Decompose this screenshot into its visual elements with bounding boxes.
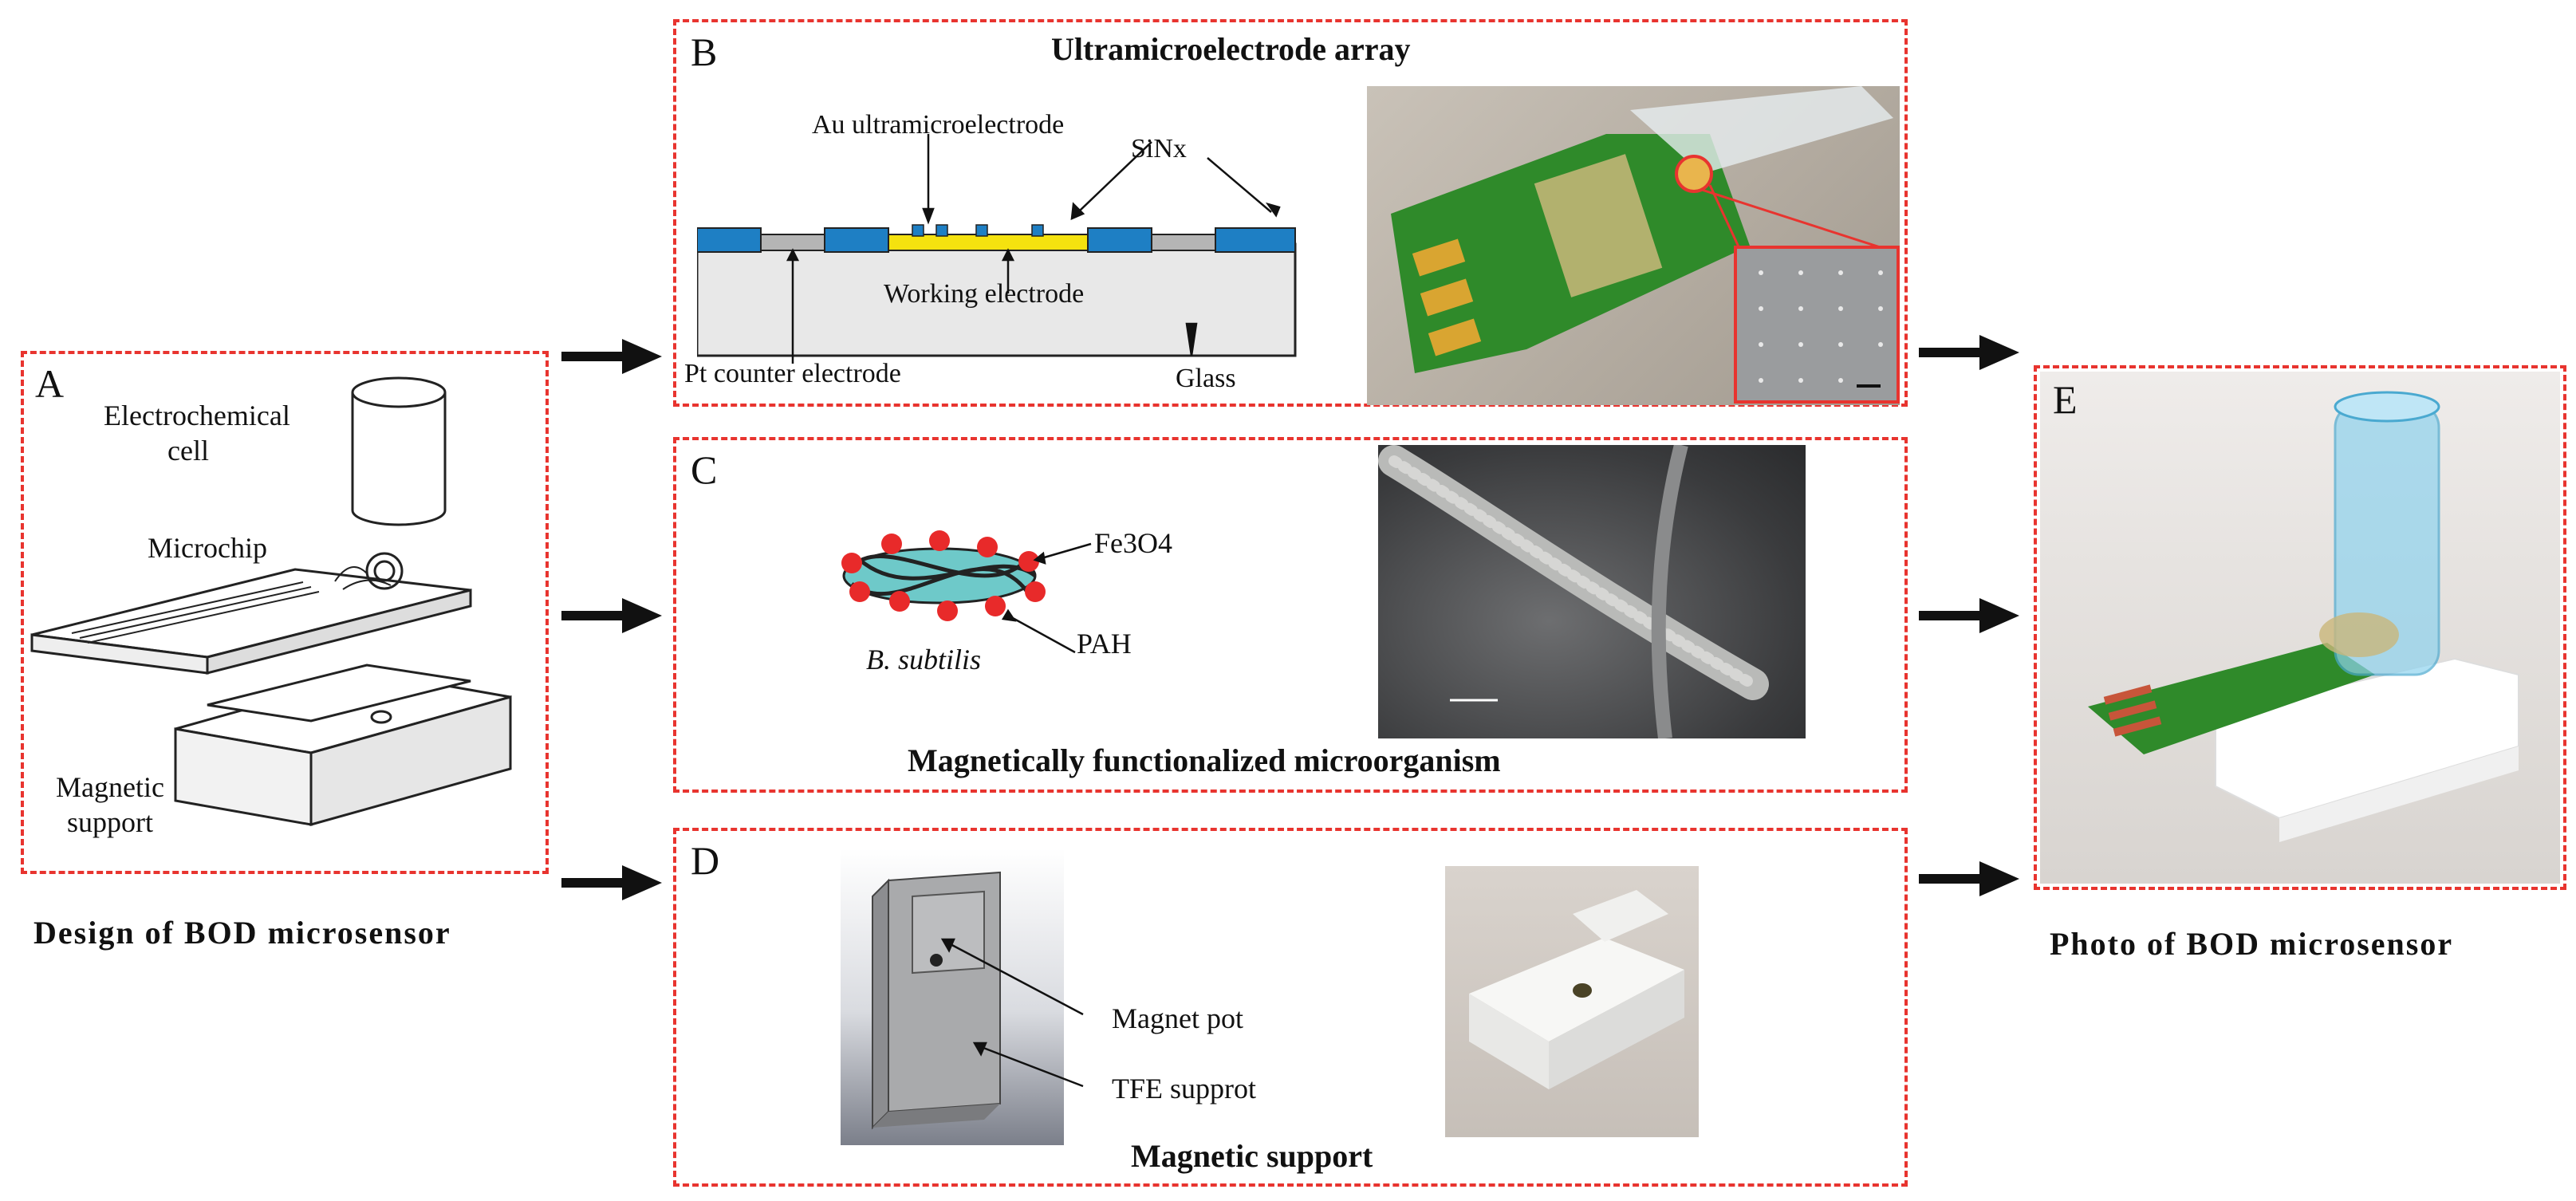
panel-c: C Fe3O4 PAH B. subtilis Magnetically fun… bbox=[673, 437, 1908, 793]
tfe-support-label: TFE supprot bbox=[1112, 1073, 1257, 1105]
support-cad-render bbox=[841, 849, 1064, 1145]
panel-a-caption: Design of BOD microsensor bbox=[33, 915, 451, 951]
support-label-line2: support bbox=[67, 806, 153, 838]
pah-label: PAH bbox=[1077, 628, 1132, 660]
panel-a: A Electrochemi bbox=[21, 351, 549, 874]
sem-bacterium-photo bbox=[1378, 445, 1806, 738]
glass-label: Glass bbox=[1176, 364, 1236, 393]
panel-b-letter: B bbox=[691, 30, 718, 74]
support-label-arrows bbox=[940, 938, 1084, 1088]
panel-d-caption: Magnetic support bbox=[1131, 1138, 1373, 1174]
panel-e-caption: Photo of BOD microsensor bbox=[2050, 926, 2454, 962]
electrochemical-cell-drawing bbox=[351, 376, 447, 526]
chip-photo bbox=[1367, 86, 1900, 405]
microchip-label: Microchip bbox=[148, 532, 267, 564]
microsensor-design-drawing bbox=[30, 376, 512, 826]
arrow-b-to-e bbox=[1919, 335, 2019, 370]
arrow-a-to-c bbox=[561, 598, 662, 633]
magnetic-support-label: Magnetic bbox=[56, 771, 164, 803]
panel-d-letter: D bbox=[691, 838, 720, 883]
support-photo bbox=[1445, 866, 1699, 1137]
working-electrode-label: Working electrode bbox=[884, 279, 1085, 309]
b-subtilis-label: B. subtilis bbox=[866, 644, 982, 675]
microchip-drawing bbox=[30, 552, 472, 675]
cell-label-line2: cell bbox=[167, 435, 209, 467]
magnet-pot-label: Magnet pot bbox=[1112, 1002, 1243, 1034]
arrow-d-to-e bbox=[1919, 861, 2019, 896]
magnetic-support-drawing bbox=[174, 664, 512, 826]
panel-e-letter: E bbox=[2053, 377, 2078, 422]
sem-inset bbox=[1734, 246, 1900, 404]
bod-microsensor-photo bbox=[2040, 372, 2560, 884]
pt-counter-electrode-label: Pt counter electrode bbox=[684, 359, 901, 388]
cross-section-top-arrows bbox=[922, 134, 1281, 225]
sinx-label: SiNx bbox=[1131, 134, 1187, 163]
fe3o4-label: Fe3O4 bbox=[1094, 527, 1172, 559]
electrochemical-cell-label: Electrochemical bbox=[104, 400, 290, 431]
panel-a-letter: A bbox=[35, 361, 65, 406]
arrow-c-to-e bbox=[1919, 598, 2019, 633]
arrow-a-to-d bbox=[561, 865, 662, 900]
au-electrode-label: Au ultramicroelectrode bbox=[812, 110, 1065, 140]
arrow-a-to-b bbox=[561, 339, 662, 374]
magnetic-bacterium-diagram bbox=[841, 530, 1092, 654]
panel-b-title: Ultramicroelectrode array bbox=[1051, 31, 1411, 67]
electrode-cross-section bbox=[697, 224, 1297, 364]
panel-d: D Magnet pot TFE supprot Magnetic suppor… bbox=[673, 828, 1908, 1187]
panel-c-letter: C bbox=[691, 447, 718, 492]
panel-c-caption: Magnetically functionalized microorganis… bbox=[908, 742, 1501, 778]
panel-e: E bbox=[2034, 365, 2566, 890]
panel-b: B Ultramicroelectrode array bbox=[673, 19, 1908, 407]
